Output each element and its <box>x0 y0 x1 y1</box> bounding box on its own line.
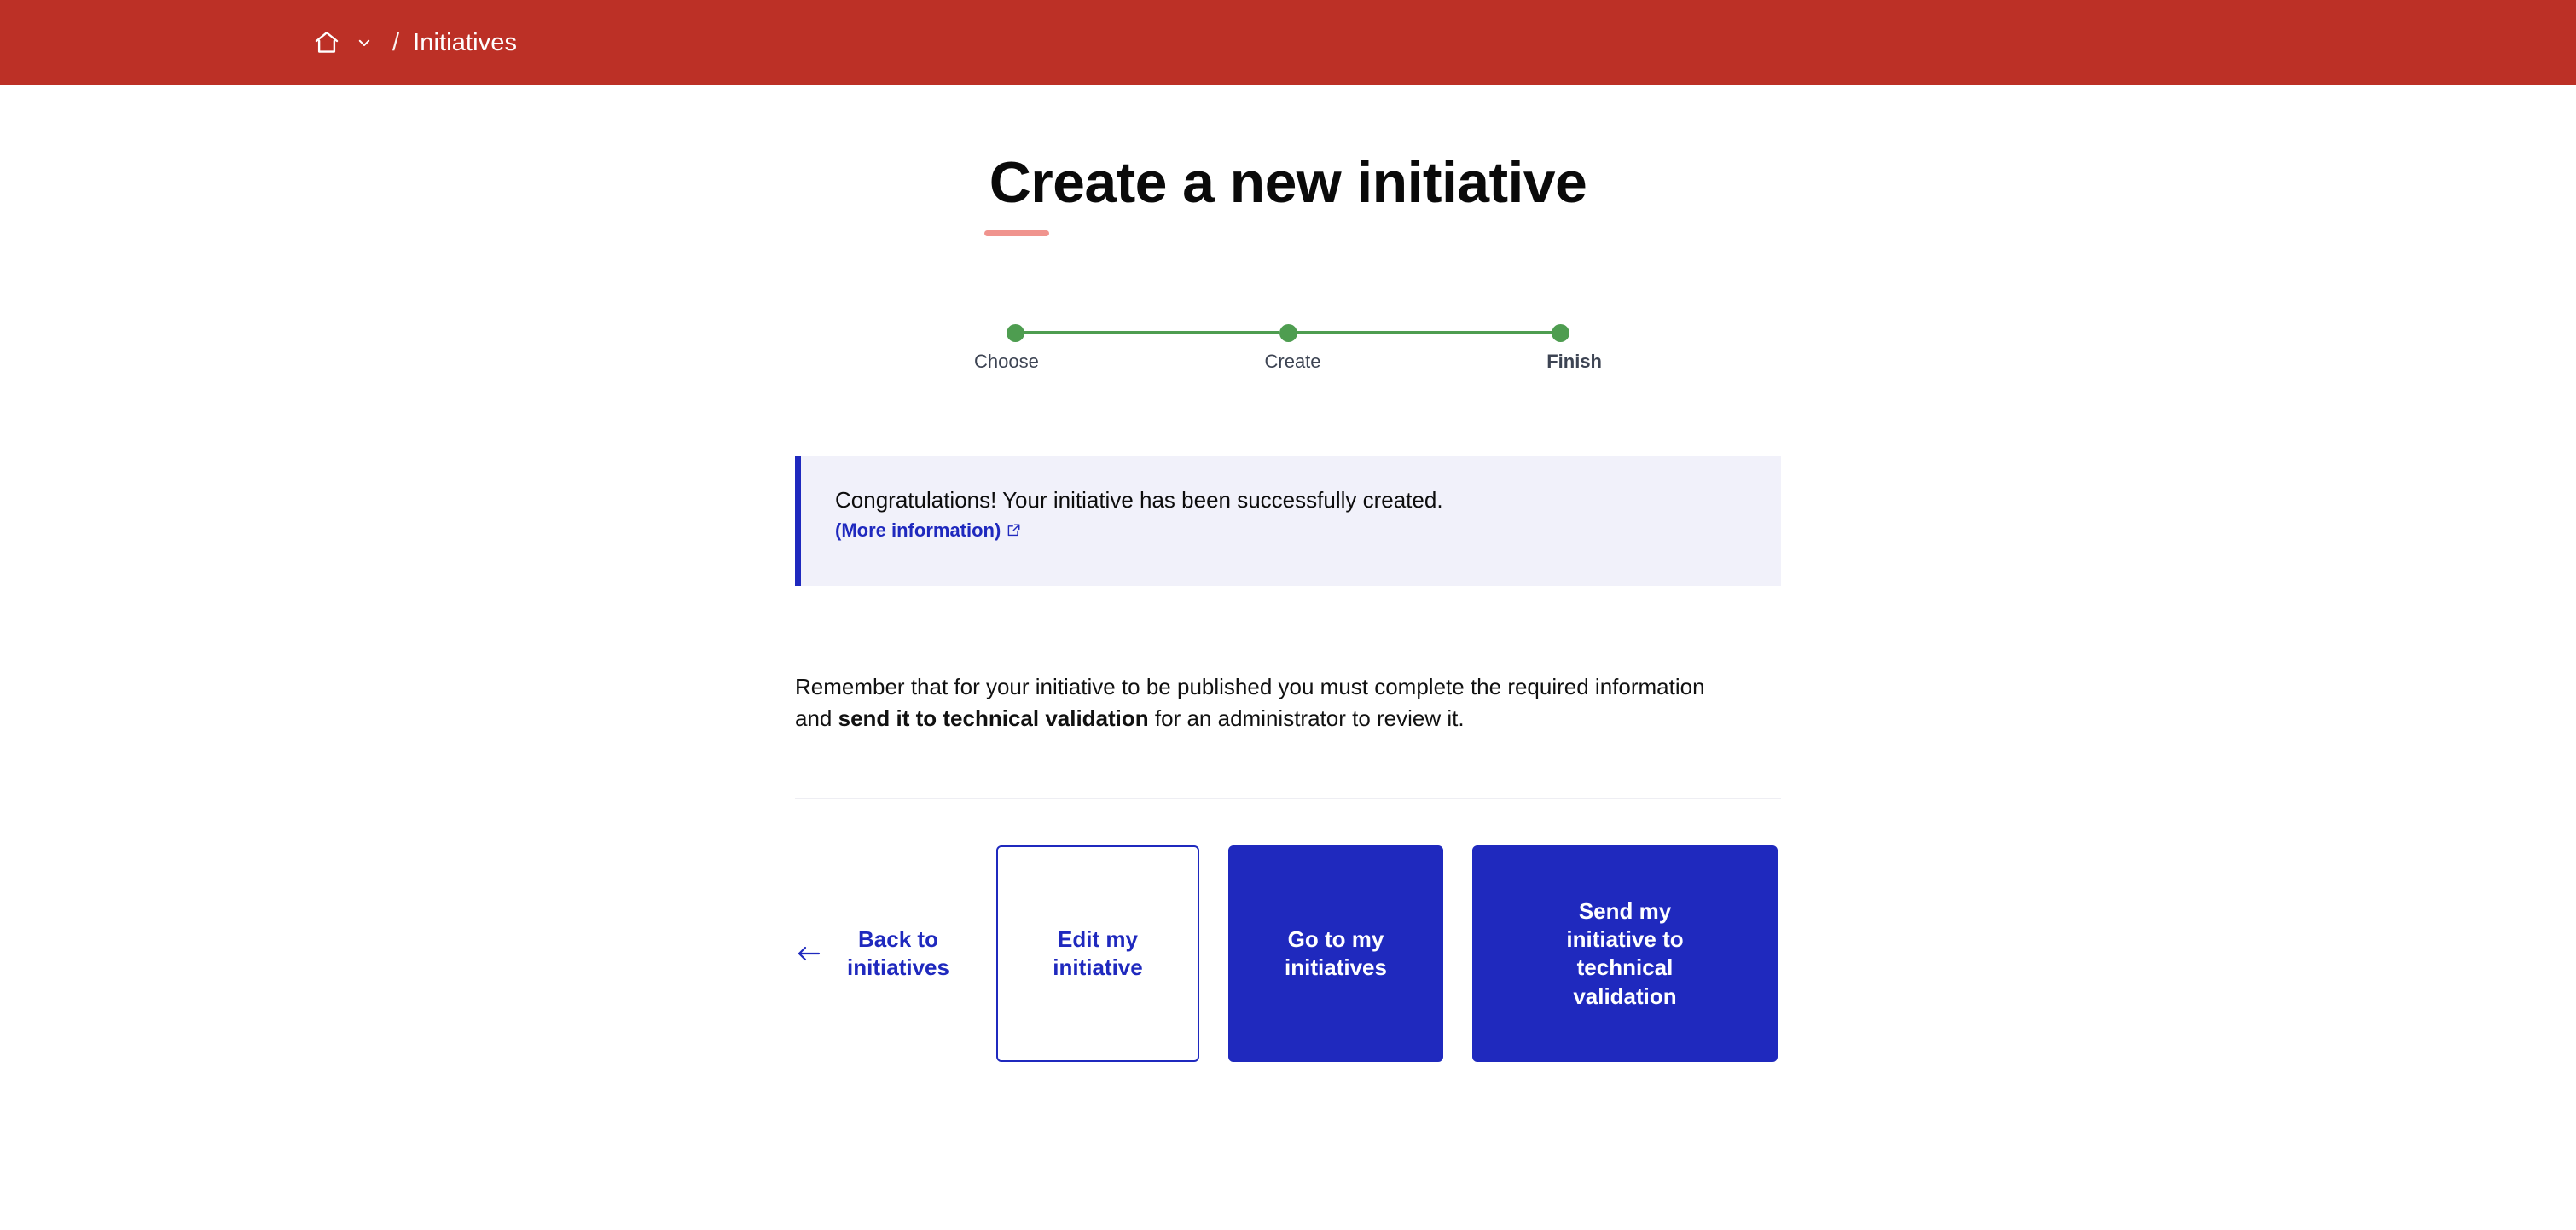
go-to-my-initiatives-button[interactable]: Go to my initiatives <box>1228 845 1443 1063</box>
title-underline-accent <box>984 230 1049 237</box>
arrow-left-icon <box>797 945 821 962</box>
progress-stepper: Choose Create Finish <box>974 323 1602 373</box>
success-callout: Congratulations! Your initiative has bee… <box>795 456 1781 587</box>
more-information-row: (More information) <box>835 519 1781 542</box>
instruction-text-1: Remember that for your initiative to be … <box>795 674 1705 732</box>
instruction-text-2: for an administrator to review it. <box>1148 705 1465 732</box>
breadcrumb: / Initiatives <box>307 23 517 62</box>
success-message: Congratulations! Your initiative has bee… <box>835 487 1443 513</box>
go-to-my-initiatives-label: Go to my initiatives <box>1285 925 1387 981</box>
back-to-initiatives-link[interactable]: Back to initiatives <box>797 925 967 983</box>
step-dot-create[interactable] <box>1279 323 1297 342</box>
external-link-icon[interactable] <box>1007 523 1021 537</box>
edit-my-initiative-label: Edit my initiative <box>1053 925 1143 981</box>
page-body: Create a new initiative Choose Create Fi… <box>0 85 2576 1139</box>
page-title: Create a new initiative <box>989 150 1587 215</box>
top-bar: / Initiatives <box>0 0 2576 85</box>
send-to-technical-validation-button[interactable]: Send my initiative to technical validati… <box>1472 845 1778 1063</box>
title-rule-holder <box>984 214 1592 237</box>
step-label-create: Create <box>1264 351 1321 373</box>
send-to-technical-validation-label: Send my initiative to technical validati… <box>1566 897 1684 1009</box>
step-label-finish: Finish <box>1546 351 1602 373</box>
edit-my-initiative-button[interactable]: Edit my initiative <box>996 845 1199 1063</box>
step-dot-choose[interactable] <box>1007 323 1024 342</box>
step-label-choose: Choose <box>974 351 1039 373</box>
action-bar: Back to initiatives Edit my initiative G… <box>795 845 1781 1139</box>
stepper-labels: Choose Create Finish <box>974 351 1602 373</box>
stepper-segment-1 <box>1024 331 1279 335</box>
stepper-segment-2 <box>1297 331 1552 335</box>
page-title-block: Create a new initiative <box>795 85 1781 237</box>
section-divider <box>795 798 1781 800</box>
breadcrumb-separator: / <box>392 28 400 56</box>
content-container: Create a new initiative Choose Create Fi… <box>795 85 1781 1139</box>
breadcrumb-current: Initiatives <box>413 28 518 56</box>
home-icon[interactable] <box>307 23 346 62</box>
back-to-initiatives-label: Back to initiatives <box>847 925 949 981</box>
chevron-down-icon[interactable] <box>346 23 382 62</box>
instruction-paragraph: Remember that for your initiative to be … <box>795 671 1742 734</box>
step-dot-finish[interactable] <box>1552 323 1569 342</box>
instruction-text-bold: send it to technical validation <box>838 705 1149 732</box>
more-information-link[interactable]: (More information) <box>835 519 1001 541</box>
stepper-track <box>1007 323 1569 342</box>
